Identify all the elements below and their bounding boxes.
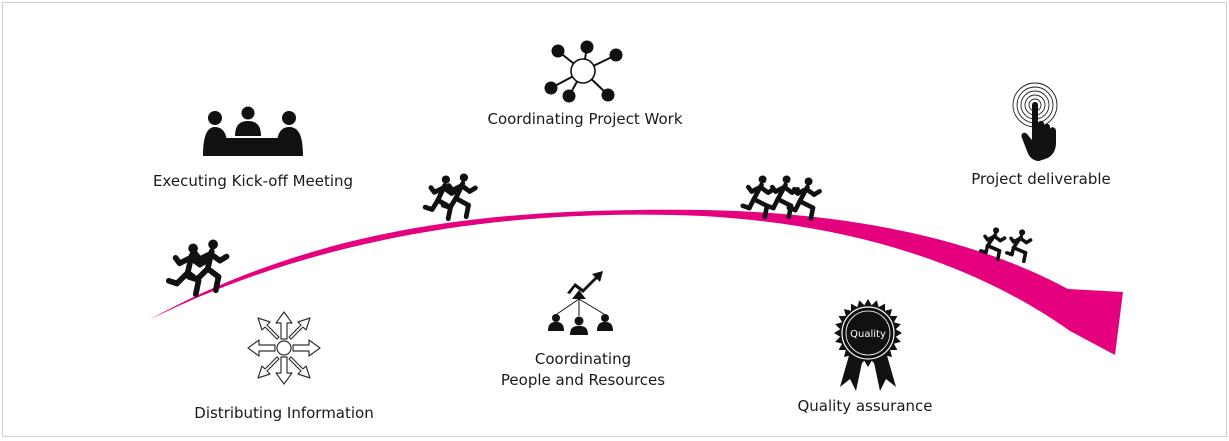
quality-rosette-icon: Quality xyxy=(834,299,902,391)
three-runners-icon xyxy=(740,175,822,222)
distributing-label: Distributing Information xyxy=(194,404,374,422)
coordinating-people-label: Coordinating People and Resources xyxy=(501,349,665,391)
quality-label: Quality assurance xyxy=(797,397,933,415)
touch-finger-icon xyxy=(1012,82,1058,161)
two-runners-icon xyxy=(165,239,230,298)
distribution-arrows-icon xyxy=(247,311,321,385)
coordinating-people-label-line2: People and Resources xyxy=(500,371,666,389)
two-runners-icon xyxy=(979,227,1033,264)
team-growth-icon xyxy=(548,271,613,335)
kickoff-label: Executing Kick-off Meeting xyxy=(152,172,354,190)
coordinating-work-label: Coordinating Project Work xyxy=(487,110,683,128)
network-hub-icon xyxy=(544,40,623,103)
coordinating-people-label-line1: Coordinating xyxy=(534,350,632,368)
two-runners-icon xyxy=(422,173,478,222)
deliverable-label: Project deliverable xyxy=(971,170,1111,188)
quality-badge-text: Quality xyxy=(850,329,886,340)
meeting-table-icon xyxy=(203,106,303,156)
